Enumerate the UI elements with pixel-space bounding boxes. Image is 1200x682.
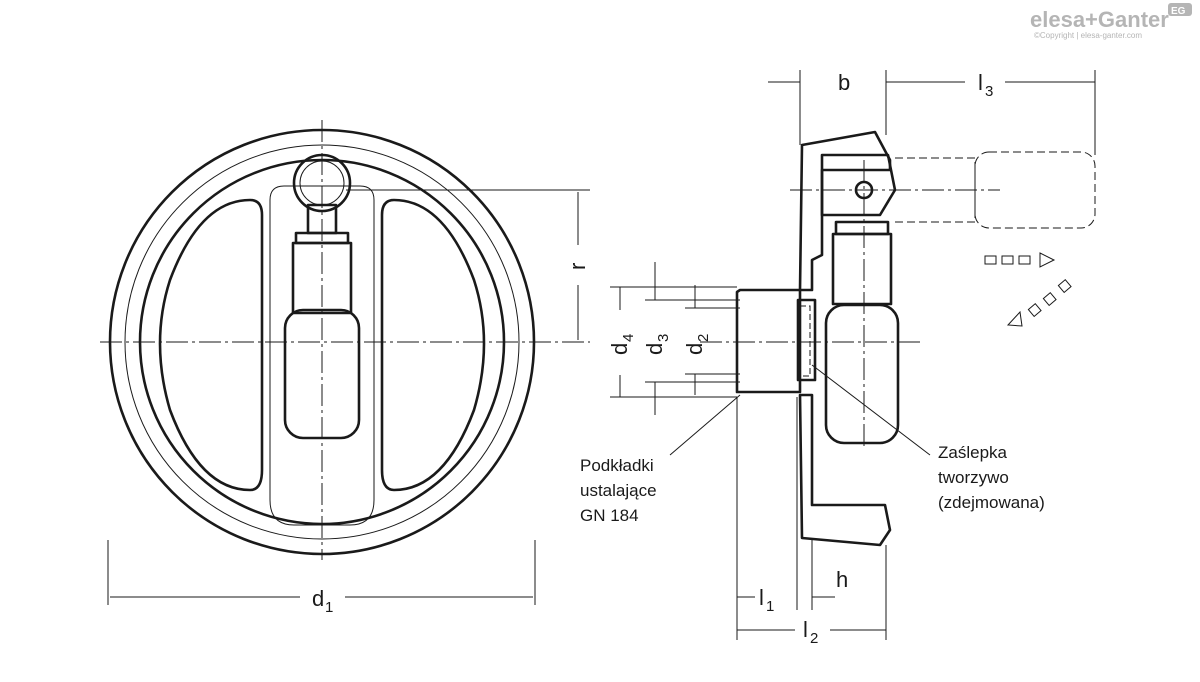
svg-text:3: 3 (985, 83, 993, 100)
svg-text:b: b (838, 70, 850, 95)
svg-text:2: 2 (695, 334, 712, 342)
svg-text:d: d (682, 343, 707, 355)
svg-text:h: h (836, 567, 848, 592)
svg-text:l: l (759, 585, 764, 610)
svg-text:l: l (978, 70, 983, 95)
handwheel-front-view (100, 120, 590, 560)
svg-text:d: d (642, 343, 667, 355)
elesa-ganter-logo: elesa+Ganter EG ©Copyright | elesa-gante… (1030, 3, 1192, 40)
svg-text:d: d (607, 343, 632, 355)
svg-text:r: r (565, 263, 590, 270)
svg-text:1: 1 (325, 599, 333, 616)
svg-text:3: 3 (655, 334, 672, 342)
dim-d3: d3 (642, 334, 672, 355)
dim-d2: d2 (682, 334, 712, 355)
svg-text:(zdejmowana): (zdejmowana) (938, 493, 1045, 512)
rotation-arrows-icon (984, 252, 1072, 327)
svg-text:l: l (803, 617, 808, 642)
logo-text: elesa+Ganter (1030, 7, 1169, 32)
dim-h: h (836, 567, 848, 592)
dim-d4: d4 (607, 334, 637, 355)
svg-text:Podkładki: Podkładki (580, 456, 654, 475)
logo-badge: EG (1171, 6, 1186, 17)
dim-r: r (565, 263, 590, 270)
svg-text:d: d (312, 586, 324, 611)
svg-text:ustalające: ustalające (580, 481, 657, 500)
note-washers: Podkładki ustalające GN 184 (580, 456, 657, 525)
note-cap: Zaślepka tworzywo (zdejmowana) (938, 443, 1045, 512)
svg-text:Zaślepka: Zaślepka (938, 443, 1008, 462)
dim-b: b (838, 70, 850, 95)
svg-text:2: 2 (810, 630, 818, 647)
svg-text:4: 4 (620, 334, 637, 342)
svg-text:1: 1 (766, 598, 774, 615)
handwheel-side-section (107, 70, 1096, 640)
svg-text:tworzywo: tworzywo (938, 468, 1009, 487)
svg-text:GN 184: GN 184 (580, 506, 639, 525)
copyright-text: ©Copyright | elesa-ganter.com (1034, 31, 1142, 40)
